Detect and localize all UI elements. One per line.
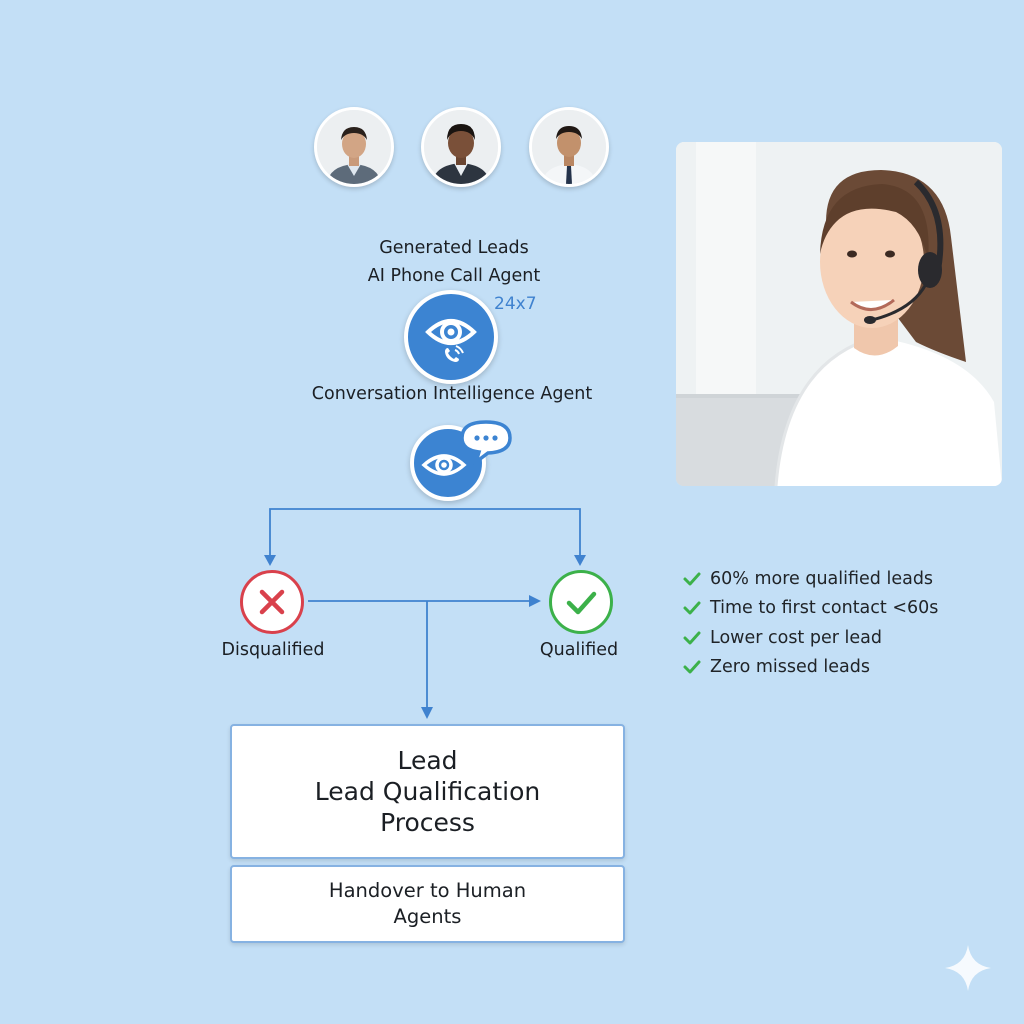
benefit-text: Lower cost per lead (710, 627, 882, 648)
disqualified-label: Disqualified (221, 640, 325, 660)
lead-avatar-3 (529, 107, 609, 187)
benefit-item: Zero missed leads (682, 653, 938, 683)
eye-icon (421, 454, 467, 476)
benefit-item: Lower cost per lead (682, 623, 938, 653)
ai-phone-agent-label: AI Phone Call Agent (367, 266, 541, 286)
disqualified-node[interactable] (240, 570, 304, 634)
chat-bubble-icon (460, 420, 512, 466)
agent-photo (676, 142, 1002, 486)
sparkle-icon (945, 945, 991, 991)
handover-line-1: Handover to Human (328, 879, 527, 902)
check-icon (683, 601, 701, 615)
handover-box[interactable]: Handover to Human Agents (230, 865, 625, 943)
ai-phone-agent-node[interactable] (404, 290, 498, 384)
check-icon (683, 660, 701, 674)
benefit-item: 60% more qualified leads (682, 564, 938, 594)
eye-phone-icon (425, 319, 477, 362)
x-mark-icon (259, 589, 285, 615)
qualified-node[interactable] (549, 570, 613, 634)
check-icon (683, 631, 701, 645)
process-line-2: Lead Qualification (314, 777, 541, 806)
conversation-agent-node[interactable] (410, 425, 486, 501)
lead-qualification-process-box[interactable]: Lead Lead Qualification Process (230, 724, 625, 859)
availability-badge: 24x7 (494, 294, 537, 314)
check-icon (683, 572, 701, 586)
qualified-label: Qualified (539, 640, 619, 660)
check-mark-icon (566, 591, 597, 615)
benefit-text: Time to first contact <60s (710, 598, 939, 619)
branch-connector (269, 508, 581, 561)
benefit-text: 60% more qualified leads (710, 568, 934, 589)
conversation-agent-label: Conversation Intelligence Agent (311, 384, 593, 404)
benefits-list: 60% more qualified leads Time to first c… (682, 564, 938, 682)
benefit-item: Time to first contact <60s (682, 594, 938, 624)
generated-leads-label: Generated Leads (379, 238, 529, 258)
handover-line-2: Agents (393, 905, 462, 928)
lead-avatar-2 (421, 107, 501, 187)
process-line-3: Process (380, 808, 475, 837)
headset-agent-illustration (676, 142, 1002, 486)
benefit-text: Zero missed leads (710, 657, 870, 678)
lead-avatar-1 (314, 107, 394, 187)
process-line-1: Lead (397, 746, 458, 775)
